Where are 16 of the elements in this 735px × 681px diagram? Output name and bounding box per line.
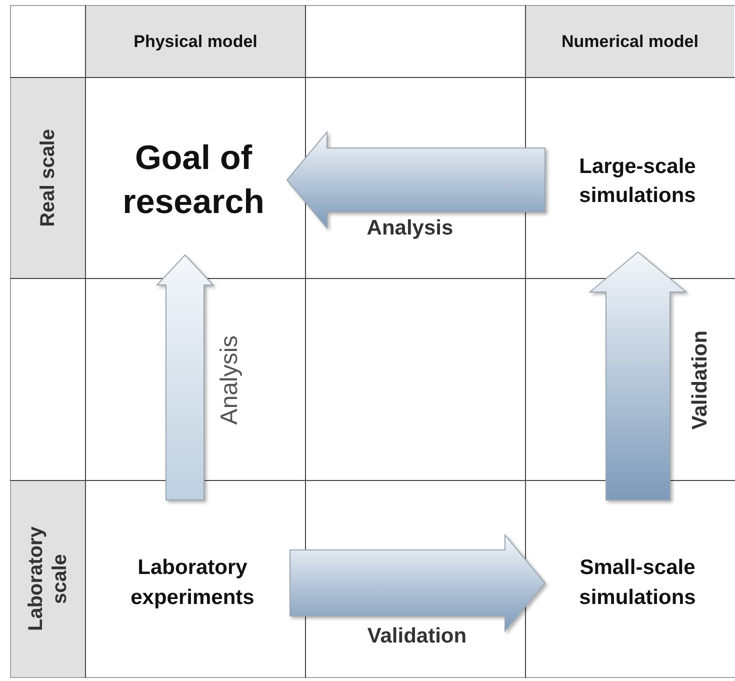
- block-arrow: [156, 254, 214, 500]
- column-header: Physical model: [86, 6, 305, 77]
- stage-label: Small-scale simulations: [545, 500, 730, 665]
- edge-label: Analysis: [215, 335, 244, 425]
- stage-label: Large-scale simulations: [545, 110, 730, 252]
- block-arrow: [588, 251, 688, 500]
- block-arrow: [290, 534, 546, 632]
- block-arrow: [286, 130, 546, 230]
- column-header: Numerical model: [526, 6, 734, 77]
- row-header: Real scale: [11, 78, 85, 278]
- stage-label: Laboratory experiments: [95, 500, 290, 665]
- edge-label: Analysis: [366, 215, 454, 242]
- edge-label: Validation: [367, 623, 467, 650]
- goal-label: Goal of research: [100, 105, 287, 255]
- row-header: Laboratory scale: [11, 481, 85, 677]
- edge-label: Validation: [687, 330, 712, 430]
